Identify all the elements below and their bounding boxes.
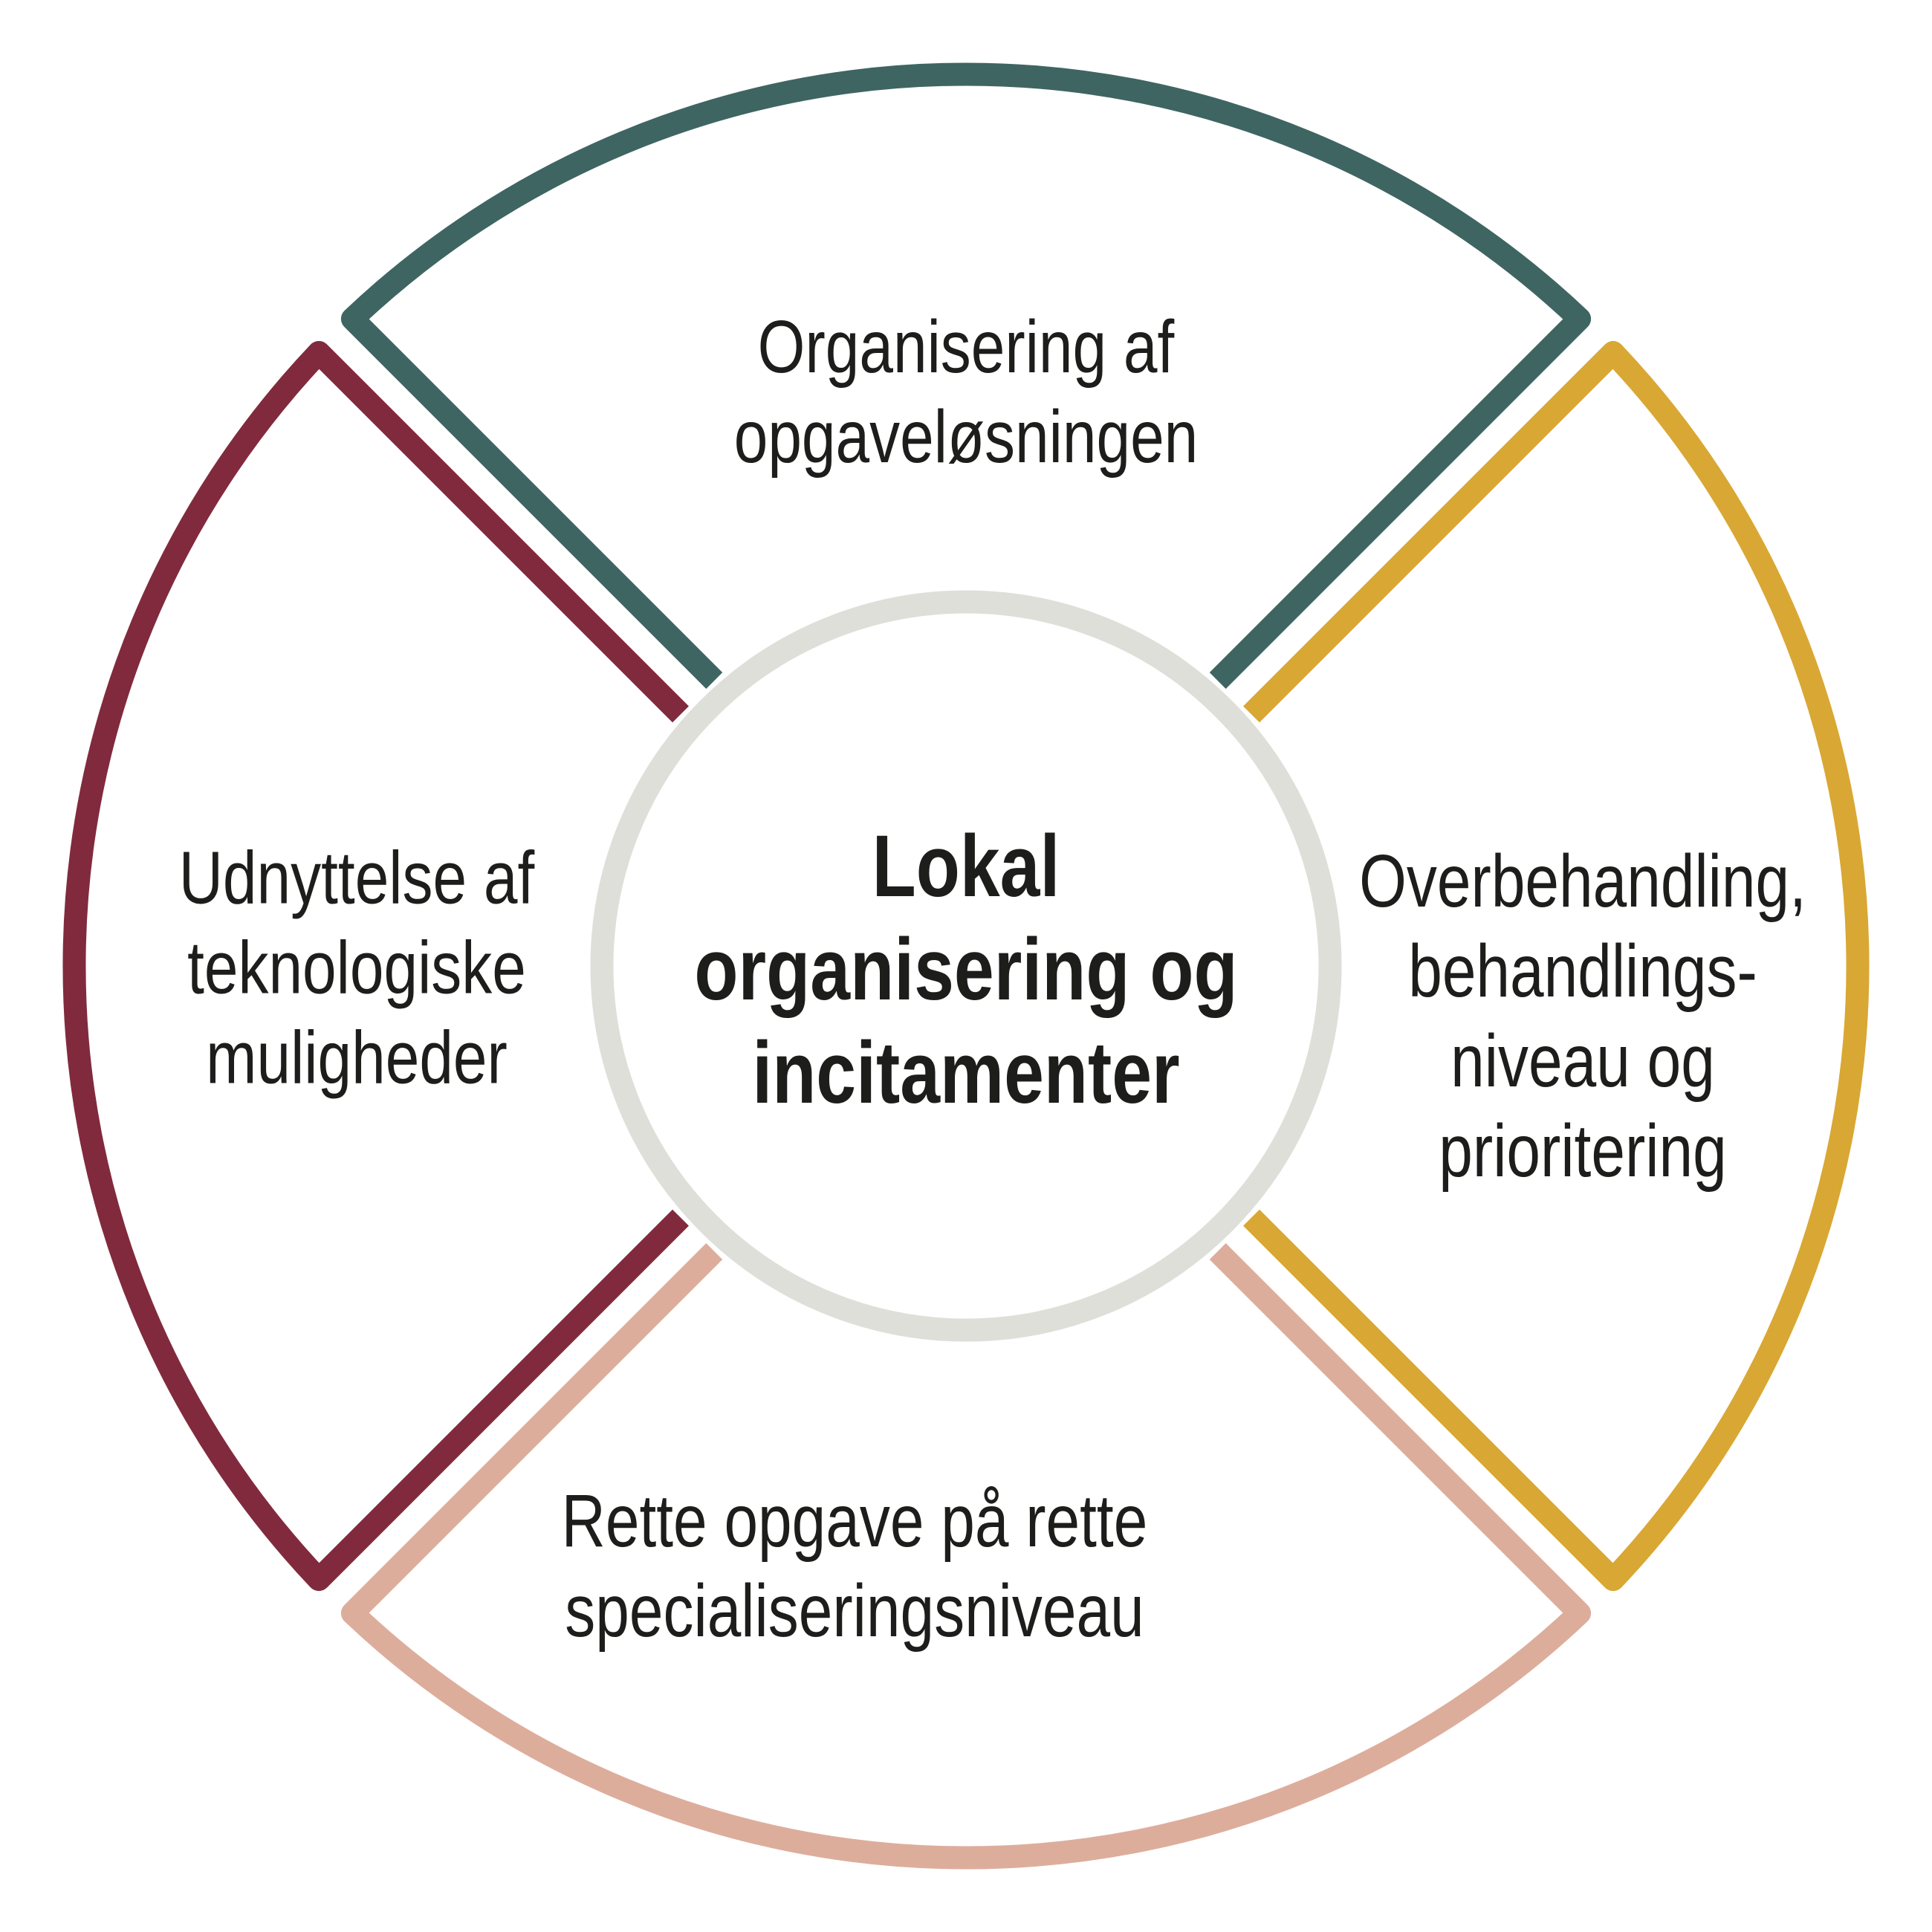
segment-arc-top <box>340 62 1592 689</box>
segment-label-left: Udnyttelse af teknologiske muligheder <box>178 836 535 1100</box>
segment-arc-left <box>62 340 689 1592</box>
center-title: Lokal organisering og incitamenter <box>694 817 1238 1123</box>
segment-label-top: Organisering af opgaveløsningen <box>733 305 1199 479</box>
segment-arc-right <box>1243 340 1870 1592</box>
segment-arc-bottom <box>340 1243 1592 1870</box>
segment-label-bottom: Rette opgave på rette specialiseringsniv… <box>561 1479 1148 1653</box>
center-circle <box>590 590 1342 1342</box>
segment-label-right: Overbehandling, behandlings- niveau og p… <box>1359 840 1806 1193</box>
